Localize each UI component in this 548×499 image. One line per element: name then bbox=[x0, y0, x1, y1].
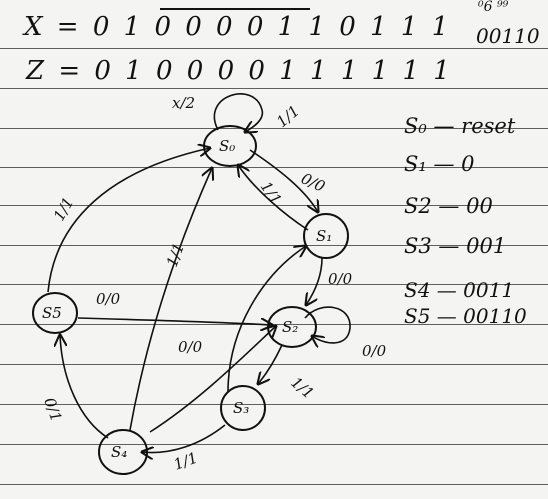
state-node-s4: S₄ bbox=[98, 429, 148, 475]
legend-state: S3 bbox=[404, 234, 432, 258]
edge-s0-s1 bbox=[249, 149, 318, 212]
edge-s4-s0 bbox=[129, 168, 212, 431]
z-sequence: Z = 0 1 0 0 0 0 1 1 1 1 1 1 bbox=[26, 56, 453, 86]
legend-row: S₀ — reset bbox=[404, 114, 516, 138]
ruled-line bbox=[0, 205, 548, 206]
state-label: S₃ bbox=[233, 399, 249, 417]
edge-s3-s4 bbox=[142, 424, 226, 453]
legend-row: S₁ — 0 bbox=[404, 152, 475, 176]
edge-label: 1/1 bbox=[287, 373, 317, 402]
legend-meaning: reset bbox=[461, 114, 516, 138]
state-label: S₄ bbox=[111, 443, 127, 461]
corner-marks: ⁰6 ⁹⁹ bbox=[478, 0, 509, 15]
state-node-s1: S₁ bbox=[303, 213, 349, 259]
ruled-line bbox=[0, 245, 548, 246]
edge-label: 0/0 bbox=[362, 342, 387, 360]
ruled-line bbox=[0, 88, 548, 89]
edge-label: 0/0 bbox=[328, 270, 353, 288]
edge-label: 1/1 bbox=[163, 241, 188, 270]
state-label: S5 bbox=[42, 304, 62, 322]
edge-label: 1/1 bbox=[50, 194, 78, 224]
edge-label: 1/1 bbox=[257, 178, 286, 208]
legend-row: S5 — 00110 bbox=[404, 304, 527, 328]
edge-label: 1/1 bbox=[171, 449, 200, 474]
legend-row: S4 — 0011 bbox=[404, 278, 515, 302]
legend-meaning: 001 bbox=[466, 234, 507, 258]
edge-s1-s2 bbox=[306, 257, 323, 305]
edge-s0-self bbox=[213, 93, 264, 132]
edge-label: 0/0 bbox=[178, 338, 203, 356]
x-sequence: X = 0 1 0 0 0 0 1 1 0 1 1 1 bbox=[24, 12, 452, 42]
legend-state: S2 bbox=[404, 194, 432, 218]
state-node-s5: S5 bbox=[32, 292, 78, 334]
edge-s4-s5 bbox=[60, 335, 109, 439]
edge-s2-s3 bbox=[258, 344, 283, 384]
legend-state: S4 bbox=[404, 278, 431, 302]
ruled-line bbox=[0, 128, 548, 129]
edge-s5-s0 bbox=[47, 148, 210, 293]
ruled-line bbox=[0, 444, 548, 445]
ruled-line bbox=[0, 364, 548, 365]
state-label: S₀ bbox=[219, 137, 235, 155]
legend-meaning: 00110 bbox=[463, 304, 527, 328]
ruled-line bbox=[0, 48, 548, 49]
edge-label: 1/1 bbox=[273, 102, 303, 131]
state-label: S₂ bbox=[282, 318, 298, 336]
ruled-line bbox=[0, 284, 548, 285]
edge-label: 0/1 bbox=[40, 395, 65, 424]
state-node-s0: S₀ bbox=[203, 125, 257, 167]
legend-row: S3 — 001 bbox=[404, 234, 507, 258]
corner-note: 00110 bbox=[476, 24, 540, 48]
legend-state: S₀ bbox=[404, 114, 427, 138]
edge-s5-s2 bbox=[77, 317, 272, 325]
edge-s4-s2 bbox=[149, 326, 276, 433]
state-node-s2: S₂ bbox=[267, 306, 317, 348]
x-overline bbox=[160, 8, 310, 10]
legend-state: S5 bbox=[404, 304, 431, 328]
state-node-s3: S₃ bbox=[220, 385, 266, 431]
state-label: S₁ bbox=[316, 227, 332, 245]
edge-label: x/2 bbox=[172, 94, 195, 112]
edge-label: 0/0 bbox=[96, 290, 121, 308]
legend-meaning: 00 bbox=[466, 194, 493, 218]
legend-meaning: 0011 bbox=[463, 278, 515, 302]
legend-meaning: 0 bbox=[461, 152, 475, 176]
edge-s2-self bbox=[304, 306, 351, 343]
legend-state: S₁ bbox=[404, 152, 427, 176]
legend-row: S2 — 00 bbox=[404, 194, 493, 218]
ruled-line bbox=[0, 404, 548, 405]
ruled-line bbox=[0, 484, 548, 485]
edge-s1-s0 bbox=[238, 165, 309, 231]
